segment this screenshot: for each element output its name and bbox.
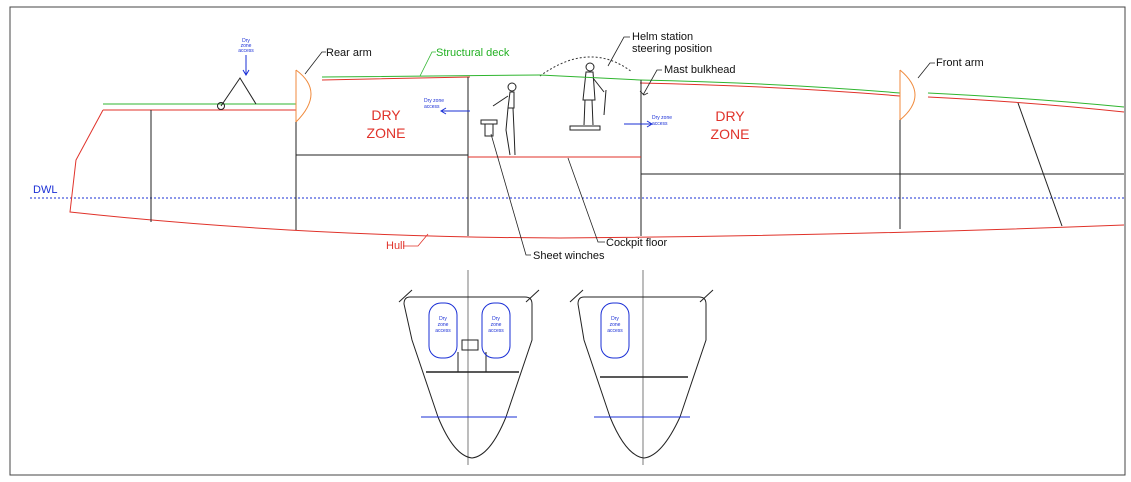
crew-figure-icon [492,82,517,156]
xsec1-access-b-1: Dry [492,316,500,322]
annotations: Rear arm Structural deck Helm station st… [304,31,984,262]
helm-station-label-2: steering position [632,43,712,55]
access-left-text-2: access [424,104,440,110]
rear-arm-label: Rear arm [326,47,372,59]
drawing-border [9,6,1126,476]
xsec1-access-b-2: zone [491,322,502,328]
dwl-label: DWL [33,184,57,196]
dry-zone-right-line1: DRY [715,108,745,124]
side-profile: DWL Dry zone [30,38,1125,239]
access-hatch-left-a [428,302,458,359]
xsec2-access-1: Dry [611,316,619,322]
xsec1-access-a-3: access [435,328,451,334]
structural-deck-line [321,74,901,94]
xsec1-access-a-2: zone [438,322,449,328]
sheet-winch-icon [484,123,494,137]
rear-hatch-lid [220,77,257,107]
rear-hatch-hinge [217,102,225,110]
dry-zone-left-line2: ZONE [367,125,406,141]
cross-section-cockpit [398,270,540,465]
front-arm-shape [899,69,916,121]
access-right-text-2: access [652,121,668,127]
sheet-winches-label: Sheet winches [533,250,605,262]
access-right-text-1: Dry zone [652,115,672,121]
structural-deck-label: Structural deck [436,47,510,59]
access-hatch-left-b [481,302,511,359]
deck-inner-line [321,76,901,97]
access-hatch-right [600,302,630,359]
rear-access-text-3: access [238,48,254,54]
xsec1-access-b-3: access [488,328,504,334]
rear-arm-shape [295,69,312,123]
hull-label: Hull [386,240,405,252]
helm-station-label-1: Helm station [632,31,693,43]
helmsman-figure-icon [569,62,607,131]
hull-deck-edge [927,96,1125,113]
xsec1-access-a-1: Dry [439,316,447,322]
cockpit-floor-label: Cockpit floor [606,237,667,249]
dry-zone-left-line1: DRY [371,107,401,123]
hull-outline [69,109,1125,239]
front-arm-label: Front arm [936,57,984,69]
xsec2-access-2: zone [610,322,621,328]
mast-bulkhead-label: Mast bulkhead [664,64,736,76]
xsec2-access-3: access [607,328,623,334]
rear-access-text-2: zone [241,43,252,49]
rear-access-text-1: Dry [242,38,250,44]
deck-front [927,92,1125,108]
steering-stick [603,89,607,116]
winch-top [480,119,498,125]
cross-section-forward [569,270,714,465]
access-left-text-1: Dry zone [424,98,444,104]
dry-zone-right-line2: ZONE [711,126,750,142]
helm-dome [539,56,633,77]
